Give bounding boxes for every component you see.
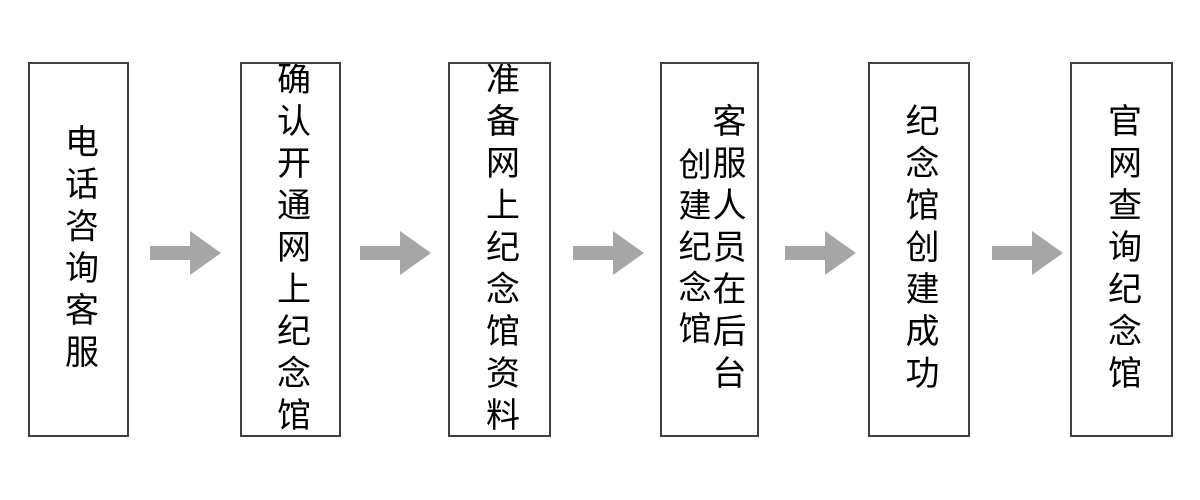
flow-node-4-label-primary: 客服人员在后台 (706, 102, 746, 397)
flow-node-4[interactable]: 客服人员在后台 创建纪念馆 (660, 62, 759, 437)
flow-node-2-label: 确认开通网上纪念馆 (270, 62, 311, 437)
arrow-right-icon (785, 231, 856, 275)
flow-node-3[interactable]: 准备网上纪念馆资料 (448, 62, 551, 437)
flow-node-1[interactable]: 电话咨询客服 (28, 62, 129, 437)
flow-arrow-1 (150, 231, 221, 275)
flow-node-2[interactable]: 确认开通网上纪念馆 (240, 62, 341, 437)
flow-arrow-5 (992, 231, 1063, 275)
flow-arrow-2 (360, 231, 431, 275)
flow-node-1-label: 电话咨询客服 (58, 123, 99, 376)
arrow-right-icon (992, 231, 1063, 275)
flow-node-5-label: 纪念馆创建成功 (899, 102, 939, 397)
arrow-right-icon (150, 231, 221, 275)
flow-node-6[interactable]: 官网查询纪念馆 (1070, 62, 1173, 437)
flow-node-3-label: 准备网上纪念馆资料 (479, 62, 520, 437)
flow-arrow-3 (573, 231, 644, 275)
flow-node-5[interactable]: 纪念馆创建成功 (868, 62, 970, 437)
arrow-right-icon (360, 231, 431, 275)
flow-arrow-4 (785, 231, 856, 275)
flow-node-6-label: 官网查询纪念馆 (1101, 102, 1142, 397)
arrow-right-icon (573, 231, 644, 275)
flow-node-4-label-secondary: 创建纪念馆 (673, 147, 712, 352)
